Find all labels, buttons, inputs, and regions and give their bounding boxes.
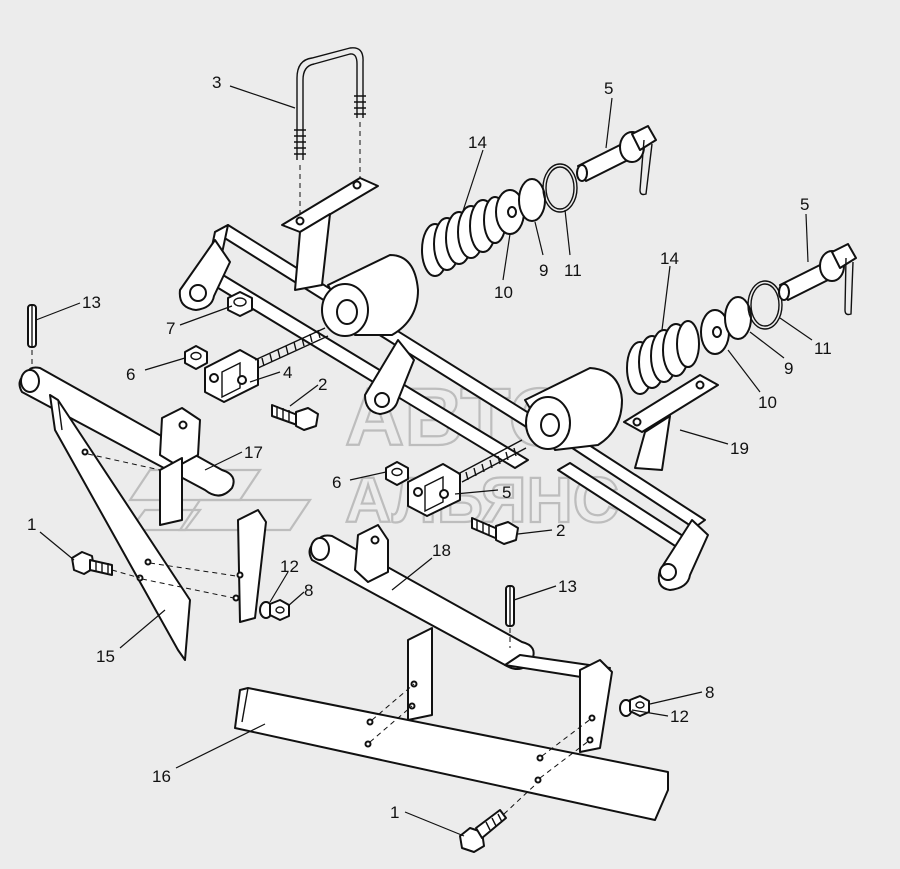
callout-12-left: 12 [280, 557, 299, 576]
bottom-blade [234, 683, 669, 821]
callout-1-bottom: 1 [390, 803, 399, 822]
callouts: 3 14 5 9 10 11 5 14 11 9 10 19 13 7 6 4 … [27, 73, 832, 822]
callout-13-right: 13 [558, 577, 577, 596]
left-arm [18, 366, 267, 623]
spring-lower [626, 320, 700, 395]
callout-13-left: 13 [82, 293, 101, 312]
clevis-upper [204, 327, 329, 403]
ring-upper [518, 178, 546, 222]
callout-4: 4 [283, 363, 292, 382]
bolt-1-bottom [459, 783, 537, 853]
callout-2-upper: 2 [318, 375, 327, 394]
callout-7: 7 [166, 319, 175, 338]
nut-6-lower [385, 461, 409, 486]
callout-8-right: 8 [705, 683, 714, 702]
circlip-lower [747, 280, 783, 330]
callout-5-lower: 5 [800, 195, 809, 214]
callout-8-left: 8 [304, 581, 313, 600]
callout-9-lower: 9 [784, 359, 793, 378]
lower-frame [524, 367, 719, 591]
callout-5-upper: 5 [604, 79, 613, 98]
ring-lower [724, 296, 752, 340]
callout-18: 18 [432, 541, 451, 560]
callout-17: 17 [244, 443, 263, 462]
callout-6-upper: 6 [126, 365, 135, 384]
callout-14-lower: 14 [660, 249, 679, 268]
callout-15: 15 [96, 647, 115, 666]
callout-3: 3 [212, 73, 221, 92]
callout-11-upper: 11 [564, 261, 582, 280]
left-blade [49, 394, 237, 661]
bolt-2-upper [271, 404, 319, 431]
clevis-lower [407, 439, 527, 517]
u-bolt [294, 47, 366, 222]
nut-8-right [629, 695, 650, 717]
callout-11-lower: 11 [814, 339, 832, 358]
callout-10-upper: 10 [494, 283, 513, 302]
spring-upper [421, 196, 507, 277]
bolt-2-lower [471, 517, 519, 545]
pin-lower [778, 243, 857, 316]
roll-pin-left [27, 304, 37, 372]
roll-pin-right [505, 585, 515, 648]
callout-9-upper: 9 [539, 261, 548, 280]
callout-6-lower: 6 [332, 473, 341, 492]
circlip-upper [542, 163, 578, 213]
callout-12-right: 12 [670, 707, 689, 726]
callout-1-left: 1 [27, 515, 36, 534]
nut-6-upper [184, 345, 208, 370]
leader-lines [35, 85, 813, 837]
bolt-1-left [71, 551, 141, 579]
callout-2-lower: 2 [556, 521, 565, 540]
nut-8-left [269, 599, 290, 621]
callout-14-upper: 14 [468, 133, 487, 152]
callout-10-lower: 10 [758, 393, 777, 412]
callout-19: 19 [730, 439, 749, 458]
pin-upper [576, 125, 657, 196]
callout-5-clevis: 5 [502, 483, 511, 502]
callout-16: 16 [152, 767, 171, 786]
